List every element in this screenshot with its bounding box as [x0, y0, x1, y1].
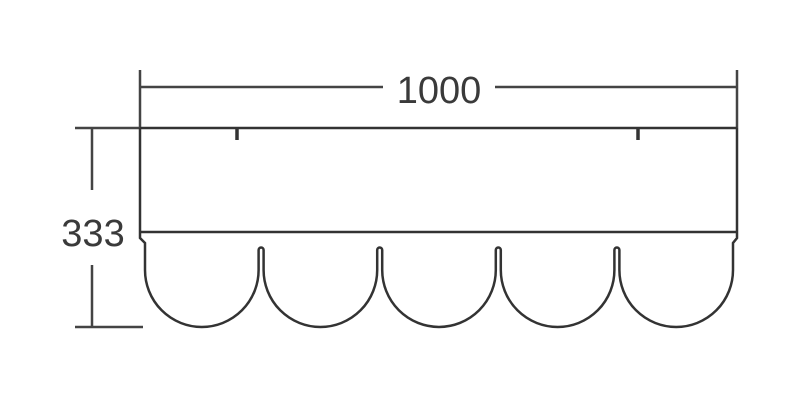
height-dimension: 333 [61, 126, 143, 329]
width-dimension: 1000 [138, 70, 739, 128]
shingle-body [138, 126, 739, 329]
width-label: 1000 [397, 70, 482, 112]
height-label: 333 [61, 213, 124, 255]
shingle-tongues [138, 232, 739, 329]
